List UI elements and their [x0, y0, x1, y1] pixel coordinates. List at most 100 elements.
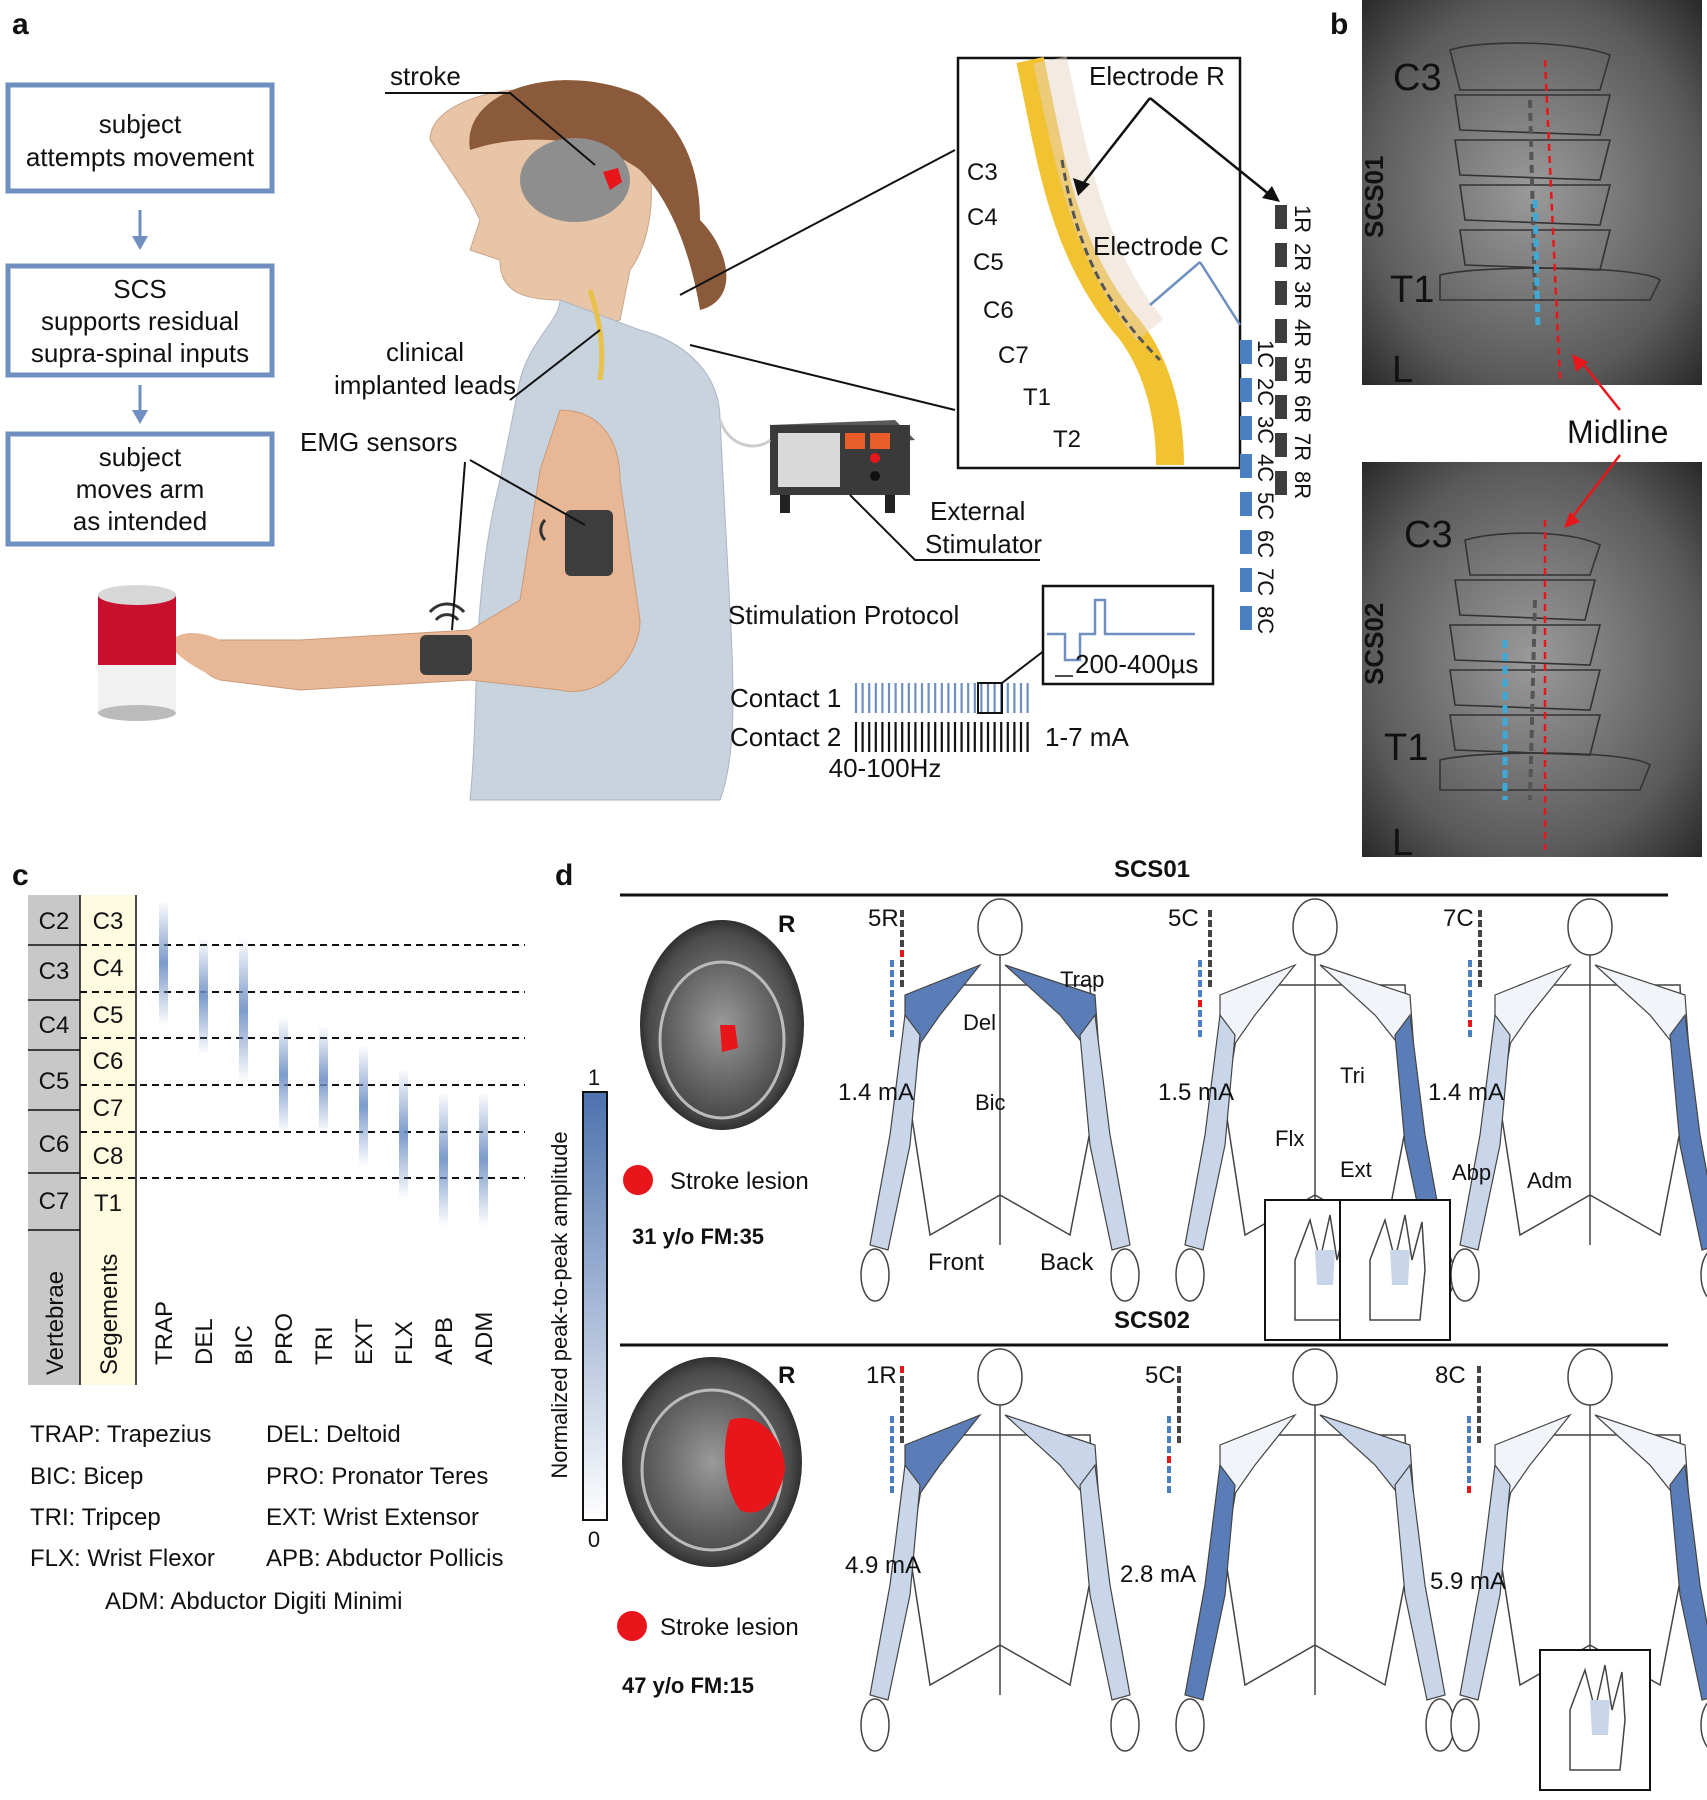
- muscle-label-Abp: Abp: [1452, 1160, 1491, 1185]
- midline-label-bg: [1555, 400, 1705, 450]
- activation-bar-DEL: [199, 937, 208, 1055]
- activation-bar-FLX: [399, 1068, 408, 1199]
- muscle-label-APB: APB: [431, 1317, 458, 1365]
- lesion-legend-dot: [617, 1611, 647, 1641]
- flow-line: supports residual: [41, 306, 239, 336]
- contact-pad: [1240, 530, 1252, 554]
- contact1-label: Contact 1: [730, 683, 841, 713]
- midline-line: [1543, 59, 1562, 381]
- inset-line: [679, 149, 956, 296]
- lesion-overlay: [720, 1025, 738, 1052]
- contact-pad: [1240, 568, 1252, 592]
- stim-current-label: 4.9 mA: [845, 1552, 921, 1579]
- flow-line: supra-spinal inputs: [31, 338, 249, 368]
- xray-scs02: [1362, 462, 1702, 857]
- contact-pad: [1275, 357, 1287, 381]
- emg-sensor-forearm: [420, 635, 472, 675]
- panel-label-a: a: [12, 8, 29, 41]
- contact-pad: [1275, 281, 1287, 305]
- segment-C5: C5: [93, 1002, 124, 1029]
- contact-pad: [1240, 492, 1252, 516]
- contact-pad: [1240, 454, 1252, 478]
- stim-current-label: 1.4 mA: [1428, 1079, 1504, 1106]
- electrode-c-trace: [1532, 199, 1541, 331]
- subject-label-scs01: SCS01: [1359, 156, 1389, 238]
- contact-label-7C: 7C: [1253, 568, 1278, 596]
- segments-label: Segements: [96, 1254, 123, 1375]
- contact-pad: [1275, 433, 1287, 457]
- vertebrae-column: [28, 895, 80, 1385]
- flow-box-3: subject moves arm as intended: [5, 431, 275, 547]
- flow-line: subject: [99, 442, 182, 472]
- body-map-4: 1R4.9 mA: [845, 1348, 1140, 1752]
- panel-label-c: c: [12, 859, 29, 892]
- legend-item: BIC: Bicep: [30, 1463, 143, 1490]
- stim-contact-label: 5C: [1168, 905, 1199, 932]
- vertebra-C6: C6: [39, 1131, 70, 1158]
- contact2-label: Contact 2: [730, 722, 841, 752]
- colorbar: [582, 1091, 608, 1521]
- flow-line: attempts movement: [26, 142, 255, 172]
- scs02-title: SCS02: [1114, 1307, 1190, 1334]
- pulse-waveform: [1047, 598, 1195, 662]
- leads-label-line: implanted leads: [334, 370, 516, 400]
- leader-line: [385, 92, 596, 166]
- contact-pad: [1240, 340, 1252, 364]
- spine-level-C6: C6: [983, 297, 1014, 324]
- contact-label-2C: 2C: [1253, 378, 1278, 406]
- segment-C6: C6: [93, 1048, 124, 1075]
- electrode-lead: [1060, 159, 1162, 362]
- colorbar-max: 1: [588, 1065, 600, 1090]
- electrode-r-label: Electrode R: [1089, 61, 1225, 91]
- contact-label-4R: 4R: [1290, 319, 1315, 347]
- vertebrae-label: Vertebrae: [42, 1271, 69, 1375]
- colorbar-min: 0: [588, 1527, 600, 1552]
- subject-info: 31 y/o FM:35: [632, 1224, 764, 1249]
- body-map-5: 5C2.8 mA: [1120, 1348, 1455, 1752]
- can-icon: [98, 585, 176, 721]
- contact-pad: [1240, 416, 1252, 440]
- contact-label-8R: 8R: [1290, 471, 1315, 499]
- contact-label-1C: 1C: [1253, 340, 1278, 368]
- spine-level-C7: C7: [998, 342, 1029, 369]
- contact-pad: [1240, 378, 1252, 402]
- midline-label: Midline: [1567, 414, 1668, 450]
- stroke-label: stroke: [390, 61, 461, 91]
- muscle-label-Ext: Ext: [1340, 1157, 1372, 1182]
- flow-arrowhead: [132, 236, 148, 250]
- wireless-icon: [539, 518, 547, 542]
- electrode-r-trace: [1528, 99, 1537, 301]
- contact-label-3R: 3R: [1290, 281, 1315, 309]
- contact-pad: [1275, 471, 1287, 495]
- contact-pad: [1240, 606, 1252, 630]
- legend-item: TRI: Tripcep: [30, 1504, 161, 1531]
- stim-contact-label: 5C: [1145, 1362, 1176, 1389]
- zoom-box: [977, 682, 1003, 714]
- contact-pad: [1275, 243, 1287, 267]
- c3-label: C3: [1393, 57, 1442, 99]
- body-map-3: 7C1.4 mA: [1428, 898, 1707, 1302]
- activation-bar-EXT: [359, 1044, 368, 1167]
- spine-level-C5: C5: [973, 249, 1004, 276]
- electrode-r-trace: [1528, 599, 1537, 801]
- flow-box-2: SCS supports residual supra-spinal input…: [5, 263, 275, 378]
- activation-bar-ADM: [479, 1091, 488, 1227]
- vertebra-C2: C2: [39, 908, 70, 935]
- mri-scs02: [622, 1357, 802, 1567]
- arrow: [1149, 97, 1271, 196]
- segment-C4: C4: [93, 955, 124, 982]
- lesion-legend-dot: [623, 1165, 653, 1195]
- contact-pad: [1275, 395, 1287, 419]
- body-map-2: 5C1.5 mA: [1158, 898, 1455, 1302]
- stim-contact-label: 8C: [1435, 1362, 1466, 1389]
- contact-label-7R: 7R: [1290, 433, 1315, 461]
- l-label: L: [1392, 822, 1413, 864]
- stim-current-label: 5.9 mA: [1430, 1568, 1506, 1595]
- front-label: Front: [928, 1249, 984, 1276]
- vertebra-C3: C3: [39, 958, 70, 985]
- muscle-label-Bic: Bic: [975, 1090, 1006, 1115]
